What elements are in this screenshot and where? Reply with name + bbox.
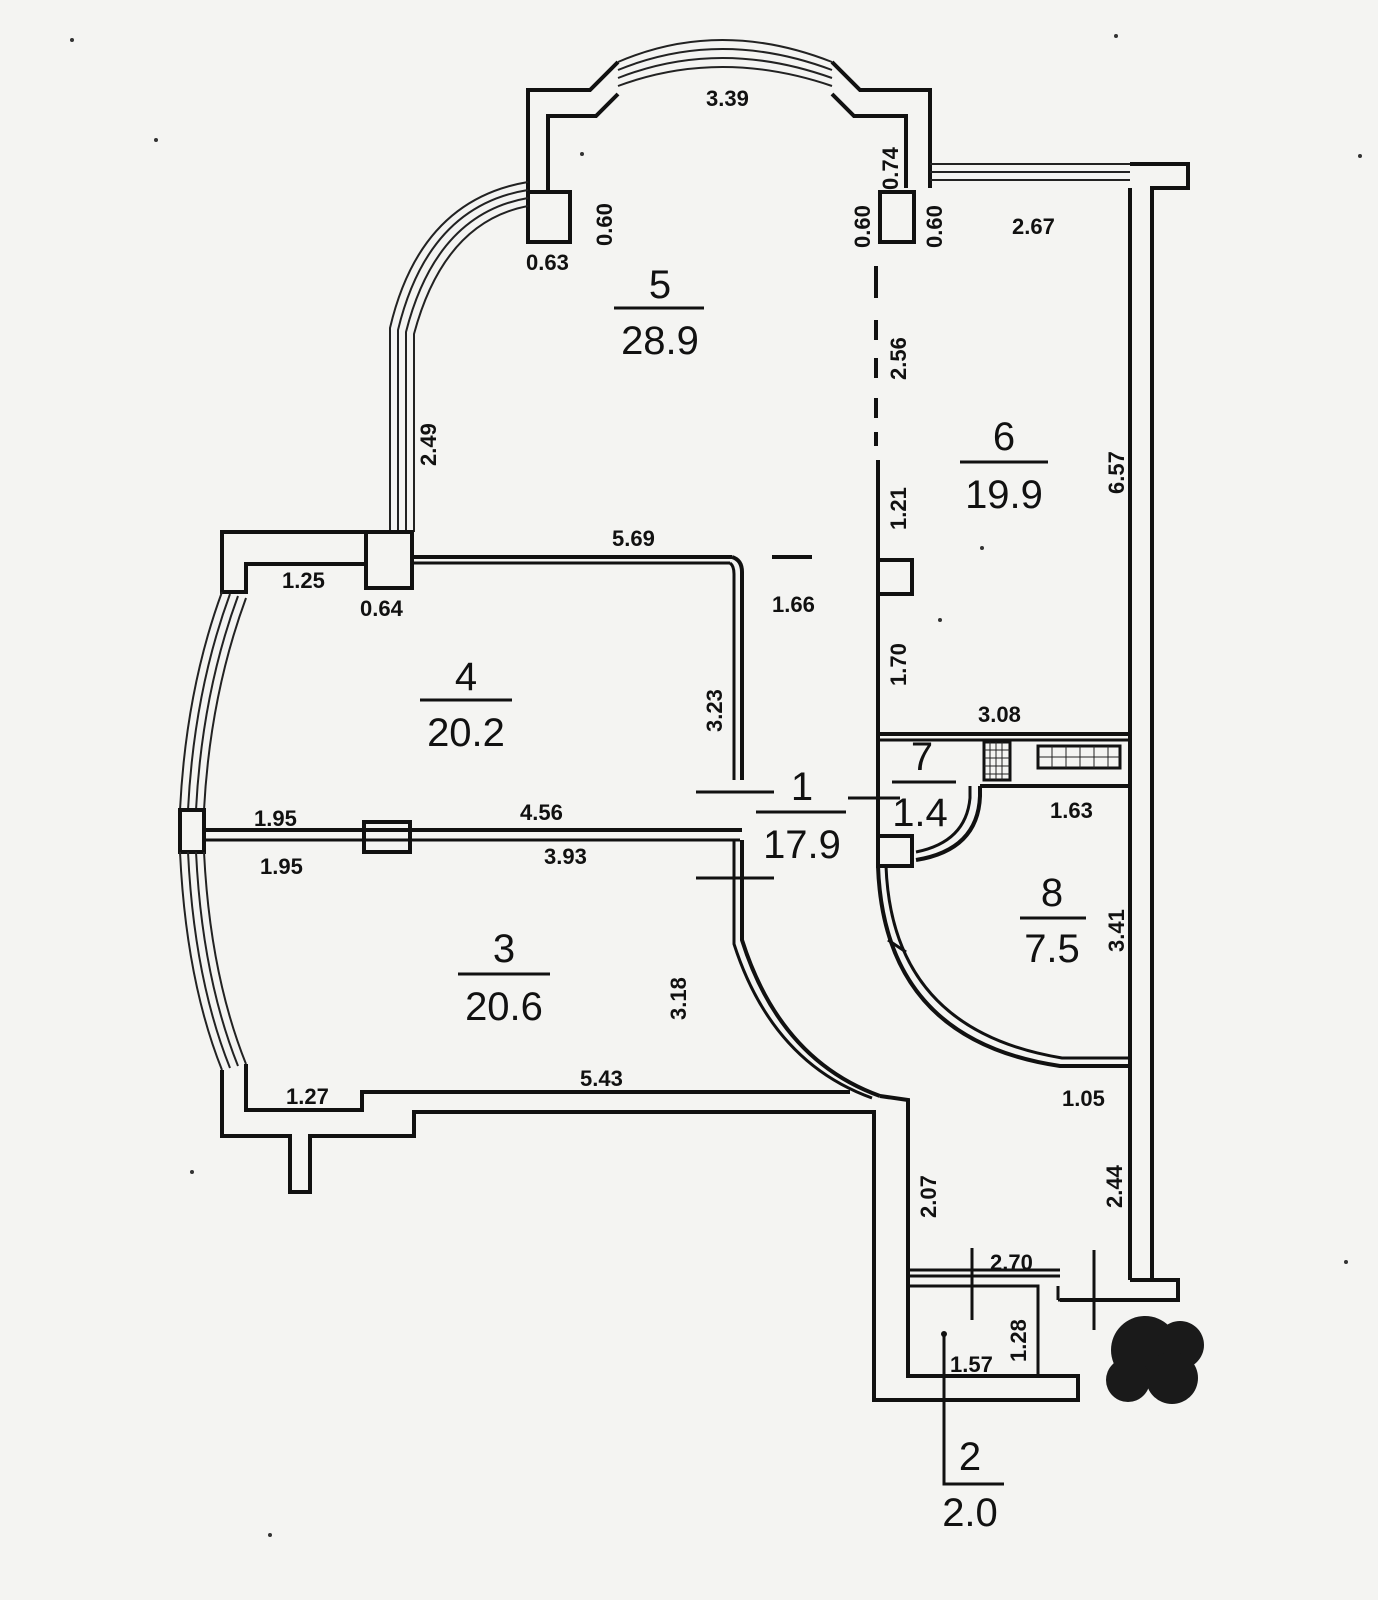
dim-label: 1.57 — [950, 1352, 993, 1377]
room-number: 8 — [1041, 871, 1063, 915]
dim-label: 0.63 — [526, 250, 569, 275]
dim-label: 1.95 — [260, 854, 303, 879]
room-label-4: 4 20.2 — [420, 655, 512, 755]
curved-window-room-5 — [389, 181, 529, 532]
room-area: 2.0 — [942, 1491, 998, 1535]
room-number: 7 — [911, 735, 933, 779]
room-label-5: 5 28.9 — [614, 263, 704, 363]
dim-label: 5.43 — [580, 1066, 623, 1091]
dim-label: 1.95 — [254, 806, 297, 831]
dim-label: 3.08 — [978, 702, 1021, 727]
room-number: 1 — [791, 765, 813, 809]
dim-label: 0.60 — [922, 205, 947, 248]
dim-label: 1.21 — [886, 487, 911, 530]
room-label-8: 8 7.5 — [1020, 871, 1086, 971]
room-number: 4 — [455, 655, 477, 699]
dim-label: 1.28 — [1006, 1319, 1031, 1362]
dim-label: 3.41 — [1104, 909, 1129, 952]
room-label-3: 3 20.6 — [458, 927, 550, 1029]
dim-label: 4.56 — [520, 800, 563, 825]
room-area: 20.2 — [427, 711, 505, 755]
dim-label: 3.93 — [544, 844, 587, 869]
dimension-labels: 3.39 0.74 0.60 0.60 0.60 0.63 2.67 2.56 … — [254, 86, 1129, 1377]
dim-label: 1.70 — [886, 643, 911, 686]
pillar-5-right — [878, 190, 916, 244]
ink-blot — [1106, 1316, 1204, 1404]
room-label-2: 2 2.0 — [942, 1435, 998, 1535]
room-number: 2 — [959, 1435, 981, 1479]
dim-label: 5.69 — [612, 526, 655, 551]
dim-label: 1.05 — [1062, 1086, 1105, 1111]
room-label-1: 1 17.9 — [756, 765, 846, 867]
dim-label: 1.63 — [1050, 798, 1093, 823]
dim-label: 0.60 — [850, 205, 875, 248]
room-area: 17.9 — [763, 823, 841, 867]
dimension-ticks — [696, 790, 1096, 1330]
pillar-4-5 — [364, 530, 414, 590]
pillar-6-1 — [876, 558, 914, 596]
dim-label: 0.74 — [878, 146, 903, 190]
dim-label: 2.07 — [916, 1175, 941, 1218]
dim-label: 0.64 — [360, 596, 404, 621]
room-label-7: 7 1.4 — [892, 735, 956, 835]
pillar-5-left — [526, 190, 572, 244]
dim-label: 3.18 — [666, 977, 691, 1020]
dim-label: 3.23 — [702, 689, 727, 732]
dim-label: 2.44 — [1102, 1164, 1127, 1208]
room-number: 3 — [493, 927, 515, 971]
dim-label: 2.56 — [886, 337, 911, 380]
dim-label: 2.67 — [1012, 214, 1055, 239]
room-2-leader — [942, 1334, 1004, 1486]
room-area: 19.9 — [965, 473, 1043, 517]
room-8-curved-wall — [876, 865, 1130, 1068]
room-number: 5 — [649, 263, 671, 307]
dim-label: 2.70 — [990, 1250, 1033, 1275]
dim-label: 2.49 — [416, 423, 441, 466]
bay-window-top — [526, 39, 932, 194]
room-label-6: 6 19.9 — [960, 415, 1048, 517]
dim-label: 6.57 — [1104, 451, 1129, 494]
room-area: 1.4 — [892, 791, 948, 835]
room-number: 6 — [993, 415, 1015, 459]
room-area: 20.6 — [465, 985, 543, 1029]
dim-label: 3.39 — [706, 86, 749, 111]
pillar-3-4 — [362, 820, 412, 854]
room-area: 28.9 — [621, 319, 699, 363]
room-7-walls — [876, 732, 1130, 868]
dim-label: 1.66 — [772, 592, 815, 617]
dim-label: 0.60 — [592, 203, 617, 246]
room-area: 7.5 — [1024, 927, 1080, 971]
dim-label: 1.27 — [286, 1084, 329, 1109]
dim-label: 1.25 — [282, 568, 325, 593]
paper-specks — [70, 34, 1362, 1537]
